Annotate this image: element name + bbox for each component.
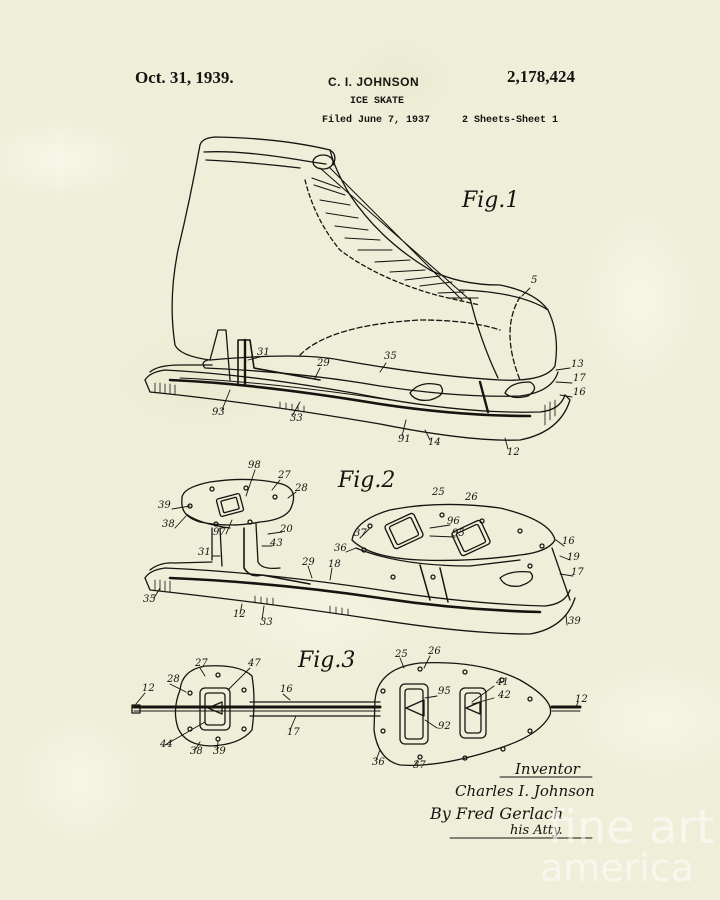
reference-numeral: 14 — [428, 437, 441, 448]
reference-numeral: 29 — [317, 358, 330, 369]
reference-numeral: 17 — [571, 567, 584, 578]
reference-numeral: 39 — [568, 616, 581, 627]
reference-numeral: 12 — [142, 683, 155, 694]
fig1-label: Fig.1 — [462, 188, 520, 213]
reference-numeral: 16 — [562, 536, 575, 547]
reference-numeral: 42 — [498, 690, 511, 701]
reference-numeral: 47 — [248, 658, 261, 669]
reference-numeral: 92 — [438, 721, 451, 732]
reference-numeral: 18 — [328, 559, 341, 570]
sheet-count: 2 Sheets-Sheet 1 — [462, 115, 559, 126]
inventor-name: C. I. JOHNSON — [328, 75, 420, 89]
reference-numeral: 39 — [213, 746, 226, 757]
fig2-label: Fig.2 — [338, 468, 396, 493]
reference-numeral: 98 — [248, 460, 261, 471]
watermark-line2: america — [540, 846, 695, 890]
fig1-skate-boot-drawing — [144, 136, 573, 450]
reference-numeral: 97 — [213, 527, 226, 538]
reference-numeral: 37 — [413, 760, 426, 771]
reference-numeral: 31 — [198, 547, 211, 558]
reference-numeral: 95 — [438, 686, 451, 697]
reference-numeral: 17 — [573, 373, 586, 384]
reference-numeral: 36 — [372, 757, 385, 768]
watermark-line1: fine art — [548, 800, 715, 854]
reference-numeral: 12 — [575, 694, 588, 705]
reference-numeral: 16 — [573, 387, 586, 398]
reference-numeral: 93 — [212, 407, 225, 418]
inventor-signature: Charles I. Johnson — [455, 782, 595, 800]
reference-numeral: 25 — [395, 649, 408, 660]
reference-numeral: 37 — [354, 528, 367, 539]
reference-numeral: 26 — [465, 492, 478, 503]
patent-number: 2,178,424 — [507, 67, 575, 86]
reference-numeral: 27 — [278, 470, 291, 481]
reference-numeral: 13 — [571, 359, 584, 370]
reference-numeral: 35 — [384, 351, 397, 362]
reference-numeral: 28 — [295, 483, 308, 494]
reference-numeral: 36 — [334, 543, 347, 554]
reference-numeral: 43 — [270, 538, 283, 549]
reference-numeral: 12 — [507, 447, 520, 458]
reference-numeral: 41 — [496, 677, 509, 688]
reference-numeral: 38 — [190, 746, 203, 757]
reference-numeral: 12 — [233, 609, 246, 620]
fig3-plan-view-drawing — [131, 655, 582, 767]
reference-numeral: 44 — [160, 739, 173, 750]
reference-numeral: 91 — [398, 434, 411, 445]
reference-numeral: 5 — [531, 275, 538, 286]
inventor-caption: Inventor — [515, 760, 580, 778]
reference-numeral: 96 — [447, 516, 460, 527]
fig2-skate-frame-drawing — [144, 469, 576, 635]
attorney-signature: By Fred Gerlach — [430, 804, 564, 823]
reference-numeral: 29 — [302, 557, 315, 568]
patent-date: Oct. 31, 1939. — [135, 68, 234, 87]
reference-numeral: 27 — [195, 658, 208, 669]
reference-numeral: 95 — [452, 528, 465, 539]
reference-numeral: 26 — [428, 646, 441, 657]
reference-numeral: 33 — [260, 617, 273, 628]
fig3-label: Fig.3 — [298, 648, 356, 673]
reference-numeral: 39 — [158, 500, 171, 511]
reference-numeral: 20 — [280, 524, 293, 535]
patent-title: ICE SKATE — [350, 96, 405, 107]
reference-numeral: 25 — [432, 487, 445, 498]
reference-numeral: 38 — [162, 519, 175, 530]
filed-date: Filed June 7, 1937 — [322, 115, 431, 126]
reference-numeral: 17 — [287, 727, 300, 738]
attorney-suffix: his Atty. — [510, 823, 563, 838]
reference-numeral: 16 — [280, 684, 293, 695]
reference-numeral: 33 — [290, 413, 303, 424]
reference-numeral: 31 — [257, 347, 270, 358]
reference-numeral: 28 — [167, 674, 180, 685]
reference-numeral: 19 — [567, 552, 580, 563]
reference-numeral: 35 — [143, 594, 156, 605]
